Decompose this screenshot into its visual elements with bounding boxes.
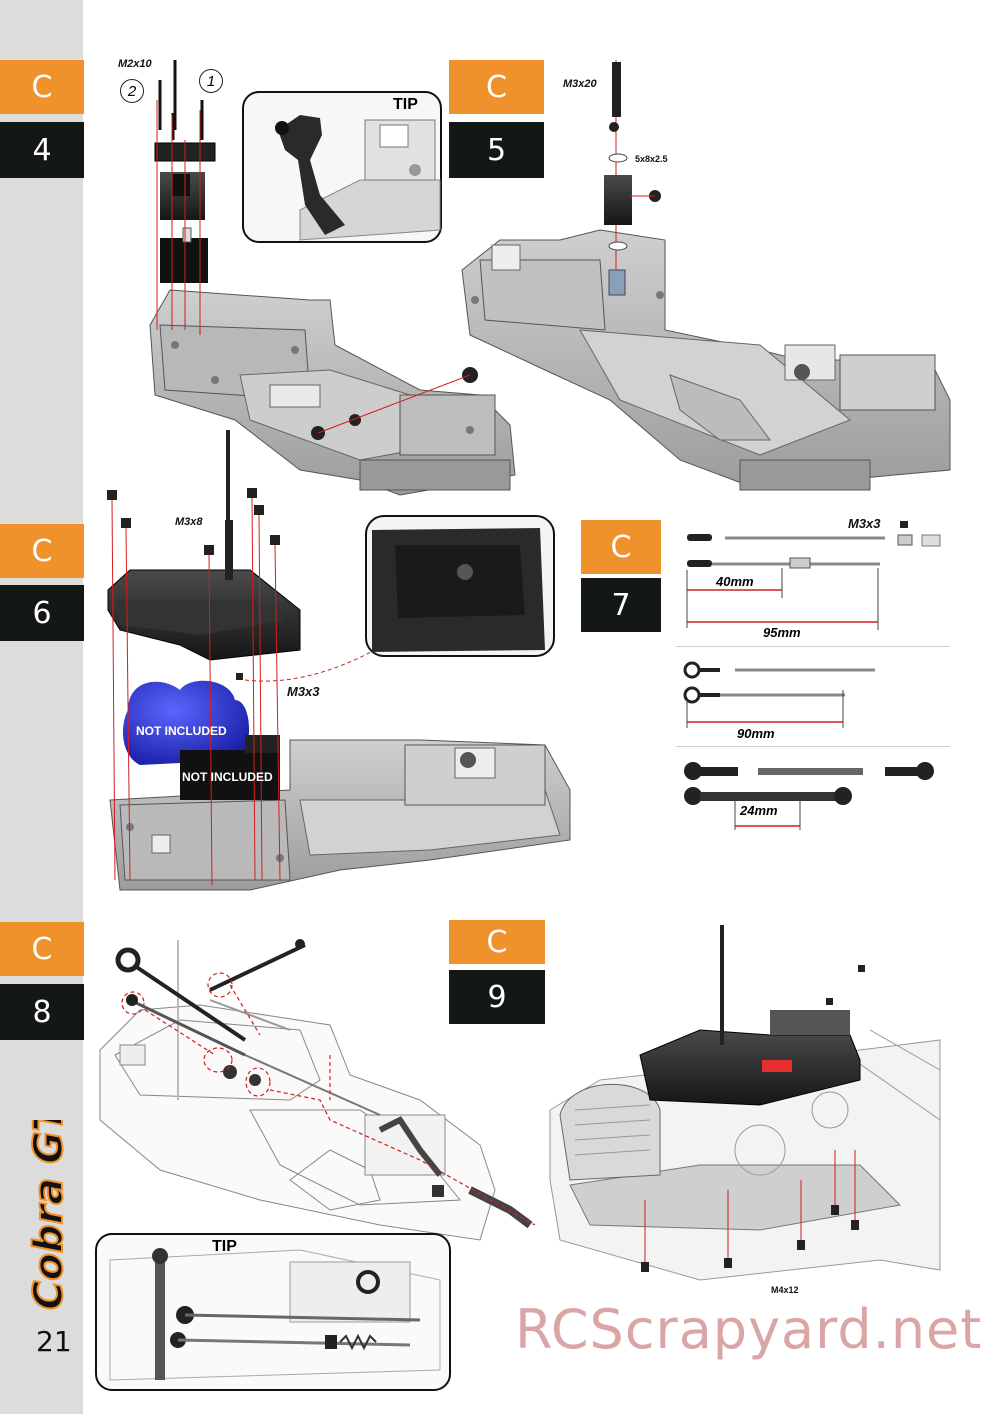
step7-divider-1 [676, 646, 950, 647]
step4-tip-inset [242, 91, 442, 243]
step-c5-number: 5 [449, 122, 544, 178]
step5-radio-tray [461, 229, 951, 491]
step4-tip-label: TIP [393, 96, 418, 113]
step6-screw-label: M3x8 [175, 516, 203, 528]
step4-order-1: 1 [199, 69, 223, 93]
step-c5-letter: C [449, 60, 544, 114]
step9-screws [641, 965, 865, 1272]
step4-screw-label: M2x10 [118, 58, 152, 70]
step-c8-letter: C [0, 922, 84, 976]
watermark: RCScrapyard.net [515, 1298, 983, 1361]
step7-dim-95: 95mm [763, 625, 801, 640]
step4-order-2: 2 [120, 79, 144, 103]
step7-screw-label: M3x3 [848, 516, 881, 531]
step6-not-included-receiver: NOT INCLUDED [182, 770, 273, 784]
step-c9-letter: C [449, 920, 545, 964]
step7-dimension-lines [686, 568, 879, 830]
step8-tip-inset [95, 1233, 451, 1391]
step8-guide-lines [121, 972, 536, 1226]
step7-divider-2 [676, 746, 950, 747]
step-c8-number: 8 [0, 984, 84, 1040]
step-c7-number: 7 [581, 578, 661, 632]
cobra-gt-logo: Cobra GT [25, 1120, 73, 1311]
step6-radio-box [109, 739, 571, 891]
step-c9-number: 9 [449, 970, 545, 1024]
step7-dim-90: 90mm [737, 726, 775, 741]
step6-screws [107, 488, 466, 886]
logo-text: Cobra GT [26, 1120, 72, 1310]
step4-switch-parts [154, 60, 478, 440]
step-c7-letter: C [581, 520, 661, 574]
sidebar [0, 0, 83, 1414]
step9-screw-label: M4x12 [771, 1285, 799, 1295]
step7-dim-24: 24mm [740, 803, 778, 818]
step6-tip-inset [365, 515, 555, 657]
step4-radio-tray [149, 289, 516, 496]
step6-small-screw-label: M3x3 [287, 684, 320, 699]
page-number: 21 [36, 1325, 72, 1358]
step7-rods [683, 521, 941, 805]
step-c4-number: 4 [0, 122, 84, 178]
step7-dim-40: 40mm [716, 574, 754, 589]
step6-lid [107, 430, 301, 661]
step-c6-number: 6 [0, 585, 84, 641]
step-c4-letter: C [0, 60, 84, 114]
step5-screw-label: M3x20 [563, 78, 597, 90]
step8-linkage-drawing [99, 940, 496, 1241]
step8-linkage-parts [115, 939, 533, 1229]
step-c6-letter: C [0, 524, 84, 578]
step9-chassis [549, 925, 941, 1281]
step5-washer-label: 5x8x2.5 [635, 154, 668, 164]
step8-tip-label: TIP [212, 1238, 237, 1255]
step6-not-included-battery: NOT INCLUDED [136, 724, 227, 738]
step5-post-parts [604, 60, 661, 296]
